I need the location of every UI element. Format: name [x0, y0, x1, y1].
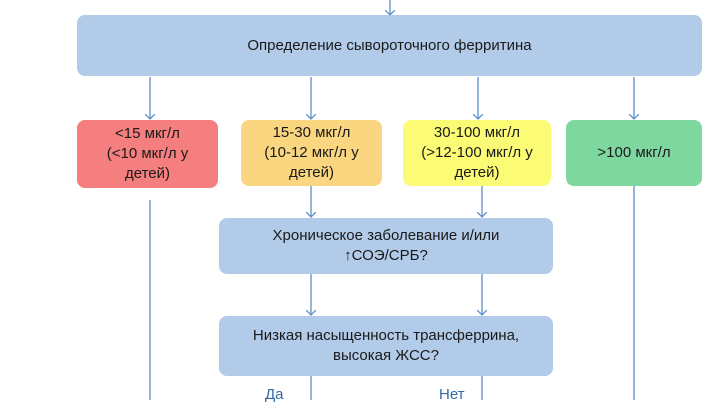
- range-30-100-line-3: детей): [454, 164, 500, 181]
- range-node-15-30: 15-30 мкг/л (10-12 мкг/л у детей): [241, 120, 382, 186]
- top-node-ferritin: Определение сывороточного ферритина: [77, 15, 702, 76]
- top-node-label: Определение сывороточного ферритина: [247, 36, 532, 54]
- chronic-line-2: ↑СОЭ/СРБ?: [344, 247, 428, 264]
- edge-label-yes: Да: [265, 386, 284, 403]
- saturation-line-2: высокая ЖСС?: [333, 347, 439, 364]
- range-gt100-line-1: >100 мкг/л: [597, 144, 671, 161]
- range-30-100-line-1: 30-100 мкг/л: [433, 124, 521, 141]
- transferrin-saturation-node: Низкая насыщенность трансферрина, высока…: [219, 316, 553, 376]
- range-lt15-line-1: <15 мкг/л: [115, 125, 180, 142]
- chronic-line-1: Хроническое заболевание и/или: [272, 227, 500, 244]
- saturation-line-1: Низкая насыщенность трансферрина,: [252, 327, 520, 344]
- chronic-disease-node: Хроническое заболевание и/или ↑СОЭ/СРБ?: [219, 218, 553, 274]
- range-lt15-line-3: детей): [124, 165, 170, 182]
- range-15-30-line-1: 15-30 мкг/л: [272, 124, 351, 141]
- range-30-100-line-2: (>12-100 мкг/л у: [421, 144, 533, 161]
- edge-label-no: Нет: [439, 386, 465, 403]
- range-node-gt100: >100 мкг/л: [566, 120, 702, 186]
- range-15-30-line-2: (10-12 мкг/л у: [264, 144, 359, 161]
- range-node-30-100: 30-100 мкг/л (>12-100 мкг/л у детей): [403, 120, 551, 186]
- range-node-lt15: <15 мкг/л (<10 мкг/л у детей): [77, 120, 218, 188]
- range-lt15-line-2: (<10 мкг/л у: [106, 145, 189, 162]
- range-15-30-line-3: детей): [288, 164, 334, 181]
